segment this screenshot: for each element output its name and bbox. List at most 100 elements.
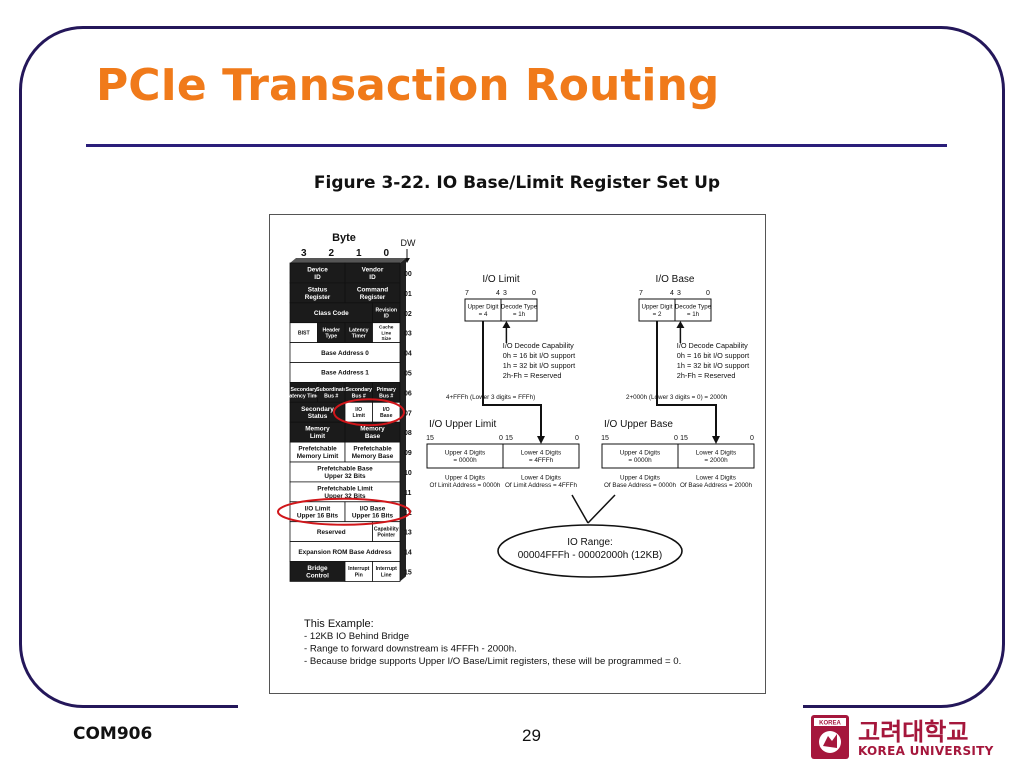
- io-upper-limit-upper-digits-label: Upper 4 Digits: [445, 450, 486, 457]
- config-register-label: Prefetchable: [353, 446, 392, 453]
- config-register-label: Register: [305, 294, 331, 301]
- io-base-upper-digit-label: = 2: [653, 311, 662, 318]
- io-base-bit-label: 4: [670, 290, 674, 297]
- io-range-label: IO Range:: [567, 537, 613, 548]
- dw-offset-label: 13: [404, 530, 412, 537]
- io-upper-limit-bit-label: 15: [426, 435, 434, 442]
- io-limit-bit-label: 7: [465, 290, 469, 297]
- io-limit-bit-label: 4: [496, 290, 500, 297]
- io-upper-base-bit-label: 0: [750, 435, 754, 442]
- io-upper-base-title: I/O Upper Base: [604, 419, 673, 430]
- io-base-title: I/O Base: [656, 274, 695, 285]
- config-register-label: Cache: [379, 325, 394, 331]
- config-register-label: Status: [308, 413, 328, 420]
- config-register-label: Type: [325, 334, 337, 340]
- config-register-label: Bridge: [307, 565, 328, 572]
- io-upper-limit-lower-caption: Lower 4 Digits: [521, 475, 561, 482]
- course-code: COM906: [73, 724, 153, 744]
- dw-offset-label: 04: [404, 351, 412, 358]
- io-upper-base-upper-digits-label: Upper 4 Digits: [620, 450, 661, 457]
- table-depth-side: [400, 258, 406, 582]
- io-range-ellipse: [497, 524, 683, 578]
- config-register-label: Register: [360, 294, 386, 301]
- byte-column-label: 1: [356, 248, 362, 259]
- config-register-label: Secondary: [301, 406, 334, 413]
- io-range-connector: [587, 494, 616, 524]
- io-limit-decode-arrow-icon: [502, 321, 511, 328]
- university-logo: KOREA 고려대학교 KOREA UNIVERSITY: [810, 712, 993, 762]
- io-base-route-arrow-icon: [712, 436, 720, 444]
- byte-column-label: 2: [328, 248, 334, 259]
- config-register-label: I/O Limit: [305, 505, 331, 512]
- config-register-label: Upper 16 Bits: [352, 513, 394, 520]
- config-register-label: ID: [369, 274, 376, 281]
- dw-offset-label: 02: [404, 311, 412, 318]
- config-register-label: Memory: [360, 426, 385, 433]
- io-upper-base-upper-digits-field: [601, 443, 679, 469]
- config-register-label: Prefetchable: [298, 446, 337, 453]
- dw-offset-label: 14: [404, 550, 412, 557]
- config-register-label: Capability: [374, 526, 399, 532]
- config-register-label: Memory: [305, 426, 330, 433]
- io-base-calc-label: 2+000h (Lower 3 digits = 0) = 2000h: [626, 394, 728, 401]
- io-limit-bit-label: 0: [532, 290, 536, 297]
- config-register-label: Limit: [310, 433, 326, 440]
- config-register-label: Latency Timer: [286, 393, 321, 399]
- config-register-label: Secondary: [290, 387, 317, 393]
- dw-offset-label: 10: [404, 470, 412, 477]
- config-register-label: Pointer: [377, 533, 395, 539]
- figure-caption: Figure 3-22. IO Base/Limit Register Set …: [313, 173, 721, 193]
- io-base-decode-note: I/O Decode Capability: [677, 341, 748, 350]
- frame-gap: [238, 700, 803, 714]
- io-upper-limit-title: I/O Upper Limit: [429, 419, 496, 430]
- io-range-connector: [571, 494, 589, 524]
- config-register-label: Base Address 0: [321, 350, 369, 357]
- dw-offset-label: 11: [404, 490, 412, 497]
- config-register-label: Interrupt: [348, 566, 370, 572]
- config-register-label: Reserved: [317, 529, 346, 536]
- config-register-label: Size: [381, 336, 391, 342]
- io-upper-limit-upper-caption: Upper 4 Digits: [445, 475, 485, 482]
- dw-offset-label: 08: [404, 430, 412, 437]
- emblem-text: KOREA: [819, 721, 841, 727]
- io-upper-limit-bit-label: 0: [499, 435, 503, 442]
- config-register-label: Prefetchable Limit: [317, 485, 373, 492]
- config-register-label: Upper 32 Bits: [324, 493, 366, 500]
- byte-column-label: 3: [301, 248, 307, 259]
- io-limit-decode-note: 2h-Fh = Reserved: [503, 371, 562, 380]
- university-name-korean: 고려대학교: [858, 718, 969, 746]
- table-depth-top: [290, 258, 406, 263]
- config-register-label: I/O: [383, 407, 390, 413]
- page-number: 29: [522, 726, 541, 745]
- io-limit-decode-type-label: = 1h: [513, 311, 526, 318]
- io-limit-route-arrow-icon: [537, 436, 545, 444]
- config-register-label: Vendor: [362, 266, 384, 273]
- dw-offset-label: 06: [404, 390, 412, 397]
- config-register-label: ID: [384, 314, 389, 320]
- config-register-label: Bus #: [352, 393, 366, 399]
- io-upper-base-lower-caption: Lower 4 Digits: [696, 475, 736, 482]
- korea-university-emblem-icon: KOREA: [811, 715, 849, 759]
- io-limit-upper-digit-label: = 4: [479, 311, 488, 318]
- io-upper-base-lower-digits-field: [677, 443, 755, 469]
- config-register-label: Control: [306, 572, 329, 579]
- config-register-label: Upper 32 Bits: [324, 473, 366, 480]
- config-register-label: Base Address 1: [321, 370, 369, 377]
- io-upper-base-upper-digits-label: = 0000h: [628, 457, 652, 464]
- config-register-label: Primary: [377, 387, 396, 393]
- config-register-label: Header: [322, 327, 340, 333]
- io-base-bit-label: 0: [706, 290, 710, 297]
- config-register-label: I/O Base: [360, 505, 386, 512]
- config-register-label: Status: [308, 286, 328, 293]
- config-register-label: Subordinate: [316, 387, 346, 393]
- config-register-label: BIST: [298, 330, 311, 336]
- io-base-decode-type-field: [674, 298, 712, 322]
- config-register-label: Bus #: [379, 393, 393, 399]
- io-base-decode-type-label: Decode Type: [675, 304, 712, 311]
- config-register-label: Interrupt: [376, 566, 398, 572]
- config-register-label: Memory Limit: [297, 453, 339, 460]
- config-register-label: Secondary: [345, 387, 372, 393]
- config-register-label: Line: [381, 572, 392, 578]
- io-base-route-line: [656, 321, 717, 438]
